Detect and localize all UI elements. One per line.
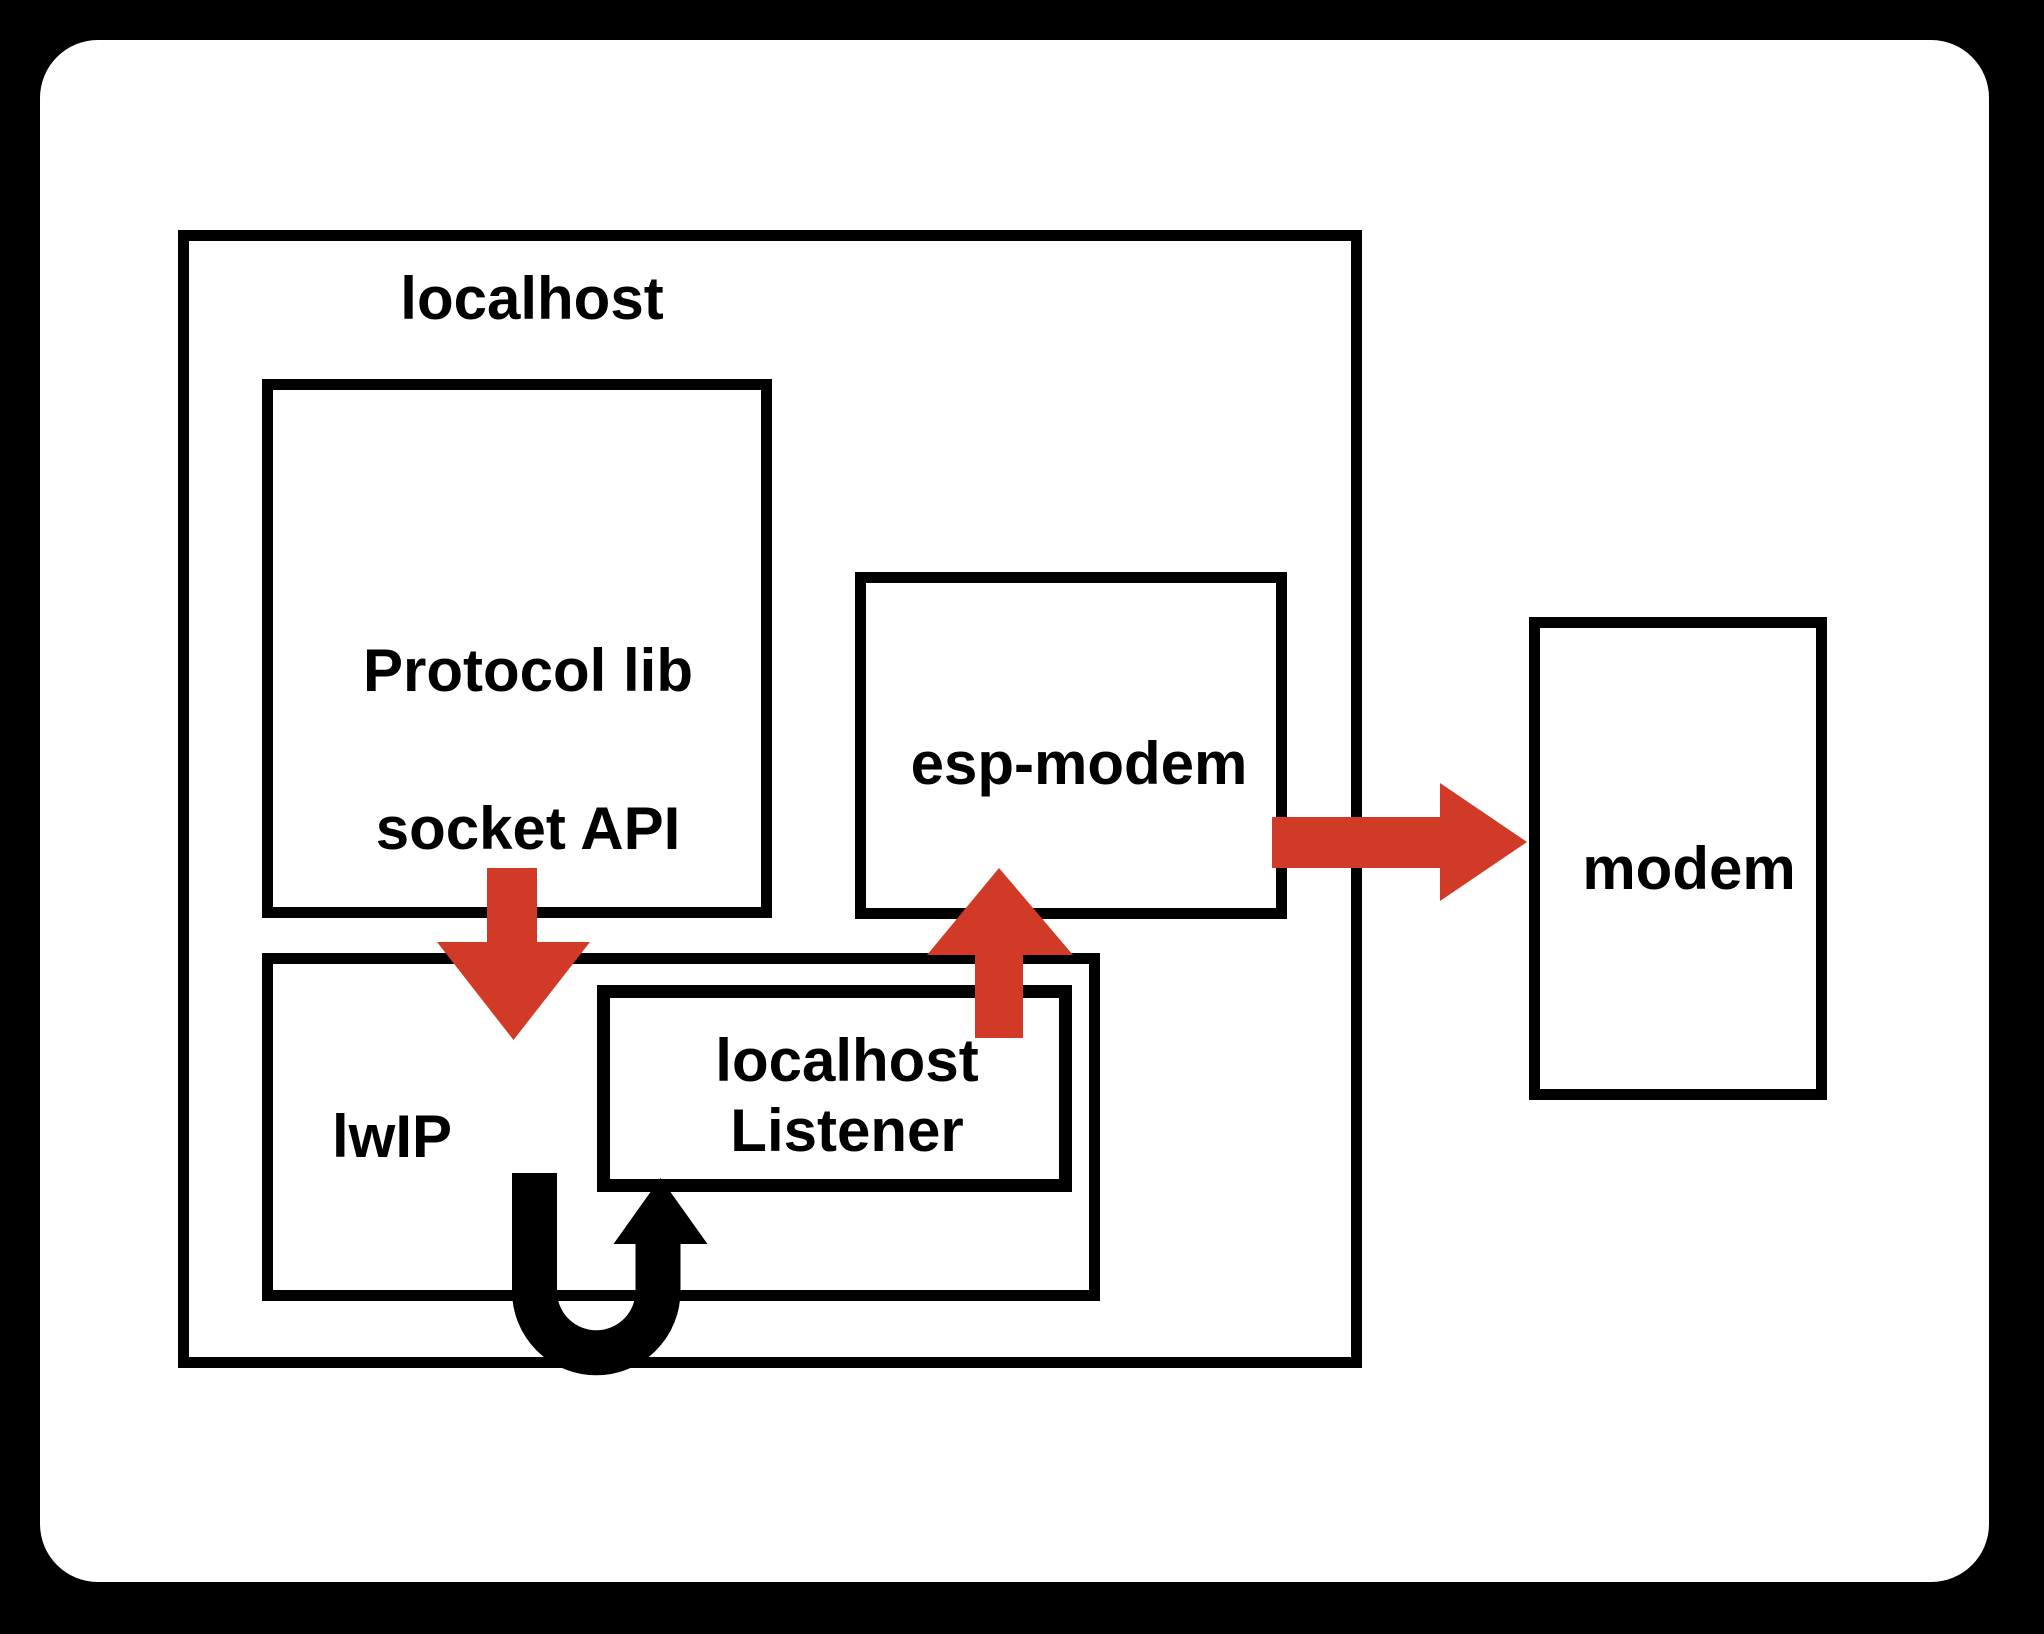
- modem-box: modem: [1529, 617, 1827, 1100]
- localhost-listener-label-line1: localhost: [715, 1027, 979, 1094]
- protocol-lib-label: Protocol lib: [363, 637, 693, 704]
- esp-modem-label: esp-modem: [910, 730, 1248, 797]
- socket-api-label: socket API: [375, 795, 681, 862]
- localhost-listener-box: localhost Listener: [597, 985, 1072, 1192]
- lwip-label: lwIP: [331, 1103, 453, 1170]
- modem-label: modem: [1582, 835, 1796, 902]
- esp-modem-box: esp-modem: [855, 572, 1287, 919]
- protocol-lib-box: Protocol lib socket API: [262, 379, 772, 918]
- localhost-listener-label-line2: Listener: [730, 1097, 964, 1164]
- localhost-box-label: localhost: [400, 265, 664, 332]
